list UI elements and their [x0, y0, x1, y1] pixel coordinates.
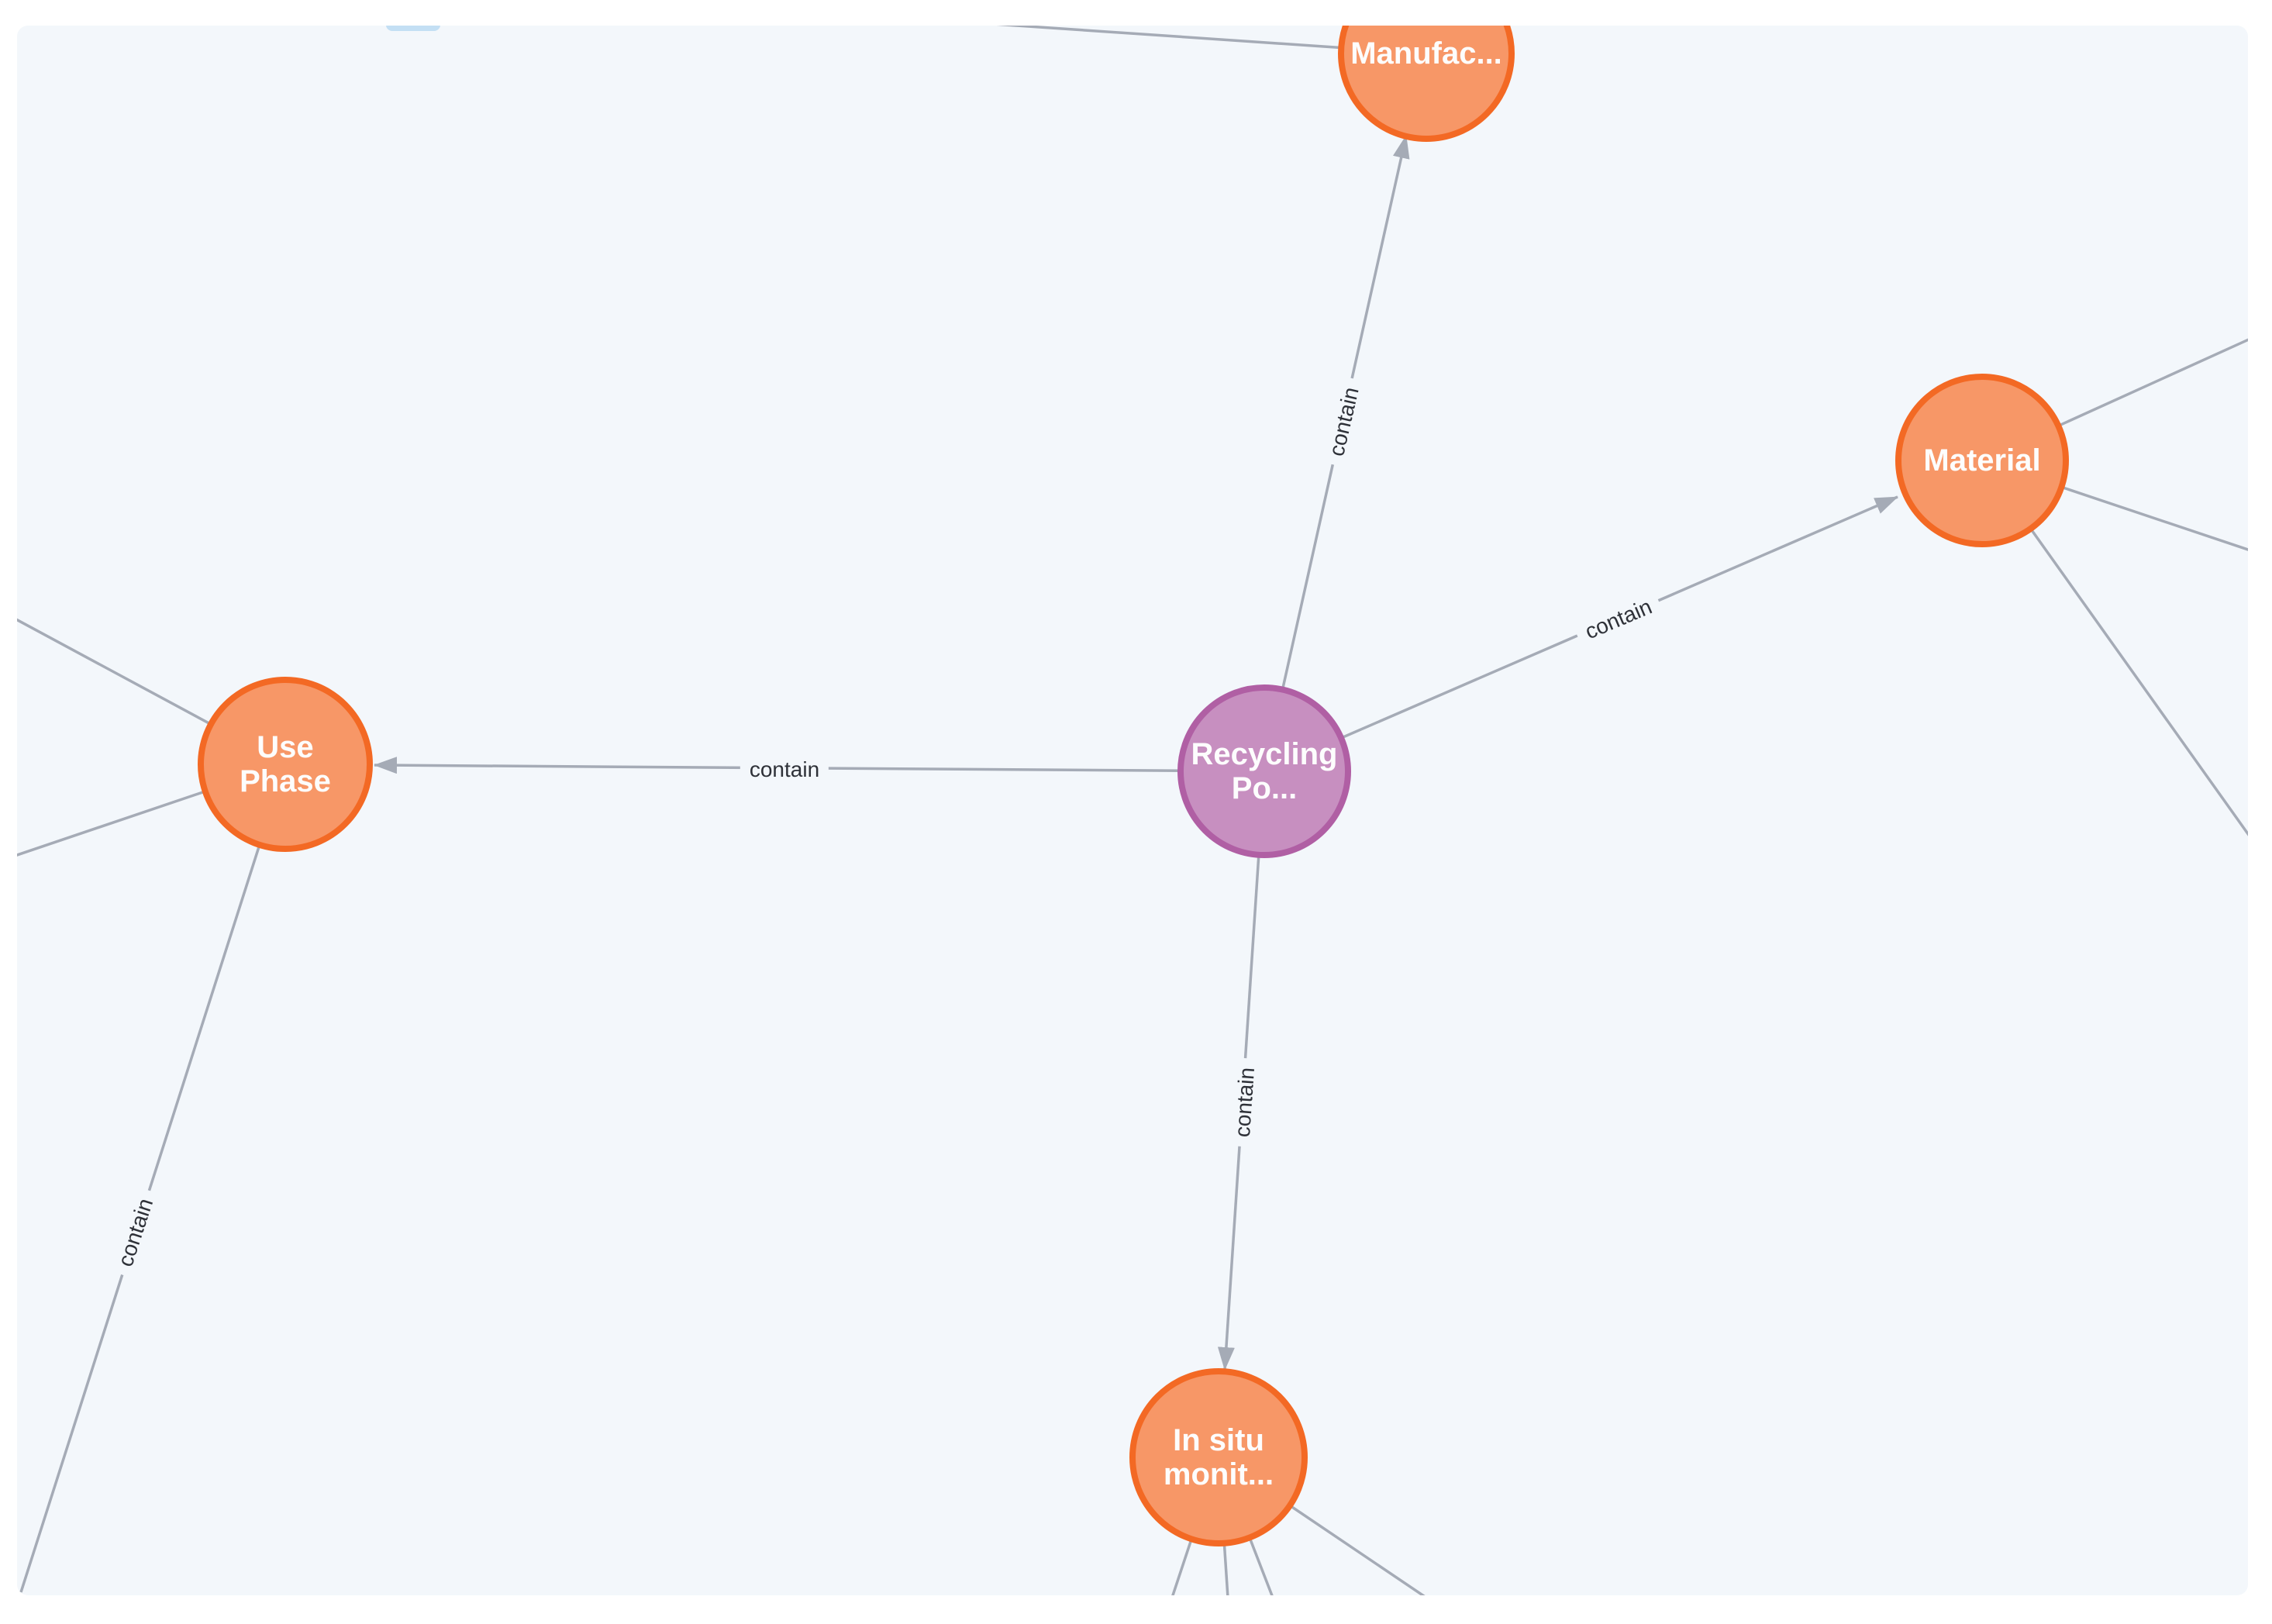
edge-label-contain-in-situ[interactable]: contain — [1227, 1057, 1263, 1148]
node-label: Recycling — [1191, 737, 1338, 771]
edge-label-contain-use-phase[interactable]: contain — [740, 755, 829, 784]
node-use-phase[interactable]: Use Phase — [198, 677, 373, 852]
node-material[interactable]: Material — [1895, 374, 2069, 547]
node-label-line2: Po... — [1231, 771, 1298, 805]
node-label: Use — [257, 730, 314, 764]
node-label: Material — [1923, 443, 2041, 478]
node-label: In situ — [1173, 1423, 1264, 1457]
relationship-use-phase-offscreen-3[interactable] — [19, 764, 287, 1593]
node-label-line2: monit... — [1163, 1457, 1274, 1491]
node-label: Manufac... — [1350, 36, 1502, 71]
graph-canvas[interactable]: contain contain contain contain contain … — [17, 26, 2248, 1595]
node-label-line2: Phase — [240, 764, 331, 798]
node-recycling-potential[interactable]: Recycling Po... — [1177, 684, 1351, 858]
node-in-situ-monitoring[interactable]: In situ monit... — [1129, 1368, 1308, 1546]
offscreen-node-fragment — [386, 26, 440, 31]
